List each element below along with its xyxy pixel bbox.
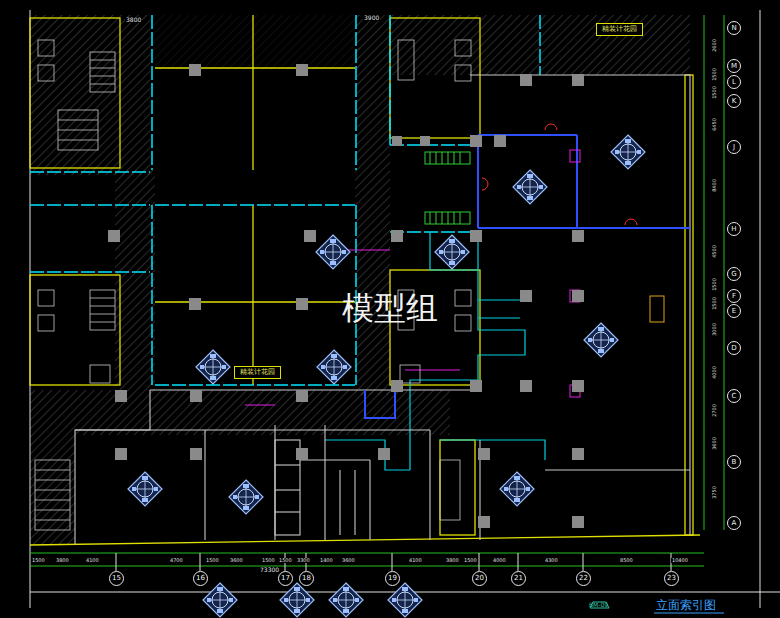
dimension-text: 4000 (712, 365, 717, 380)
grid-bubble: G (727, 267, 741, 281)
grid-bubble: 16 (193, 571, 208, 586)
dimension-text: 4500 (712, 244, 717, 259)
node-text: H (731, 226, 736, 233)
grid-bubble: J (727, 140, 741, 154)
dimension-text: 1500 (31, 558, 46, 563)
grid-bubble: 22 (576, 571, 591, 586)
node-text: F (732, 293, 736, 300)
dimension-text: 3600 (341, 558, 356, 563)
node-text: C (732, 393, 737, 400)
node-text: 17 (281, 575, 290, 582)
node-text: N (731, 25, 736, 32)
dimension-text: 1500 (463, 558, 478, 563)
node-text: K (732, 98, 737, 105)
grid-bubble: K (727, 94, 741, 108)
dimension-text: 3600 (229, 558, 244, 563)
grid-bubble: N (727, 21, 741, 35)
grid-bubble: 21 (511, 571, 526, 586)
node-text: 21 (514, 575, 523, 582)
area-tag: 精装计花园 (596, 23, 643, 36)
dimension-text: 4100 (85, 558, 100, 563)
dimension-text: 4700 (169, 558, 184, 563)
node-text: 20 (475, 575, 484, 582)
grid-bubble: 20 (472, 571, 487, 586)
node-text: J (733, 144, 735, 151)
dimension-text: 8400 (712, 178, 717, 193)
node-text: 精装计花园 (240, 369, 275, 376)
dimension-text: 3800 (445, 558, 460, 563)
grid-bubble: L (727, 75, 741, 89)
dimension-text: 1500 (712, 67, 717, 82)
dimension-text: 1400 (319, 558, 334, 563)
dimension-text: 4000 (492, 558, 507, 563)
node-text: 18 (302, 575, 311, 582)
dimension-text: 1500 (261, 558, 276, 563)
dimension-text: 2600 (712, 38, 717, 53)
dimension-text: 3600 (712, 436, 717, 451)
dimension-text: 1500 (712, 296, 717, 311)
dimension-text: 4300 (544, 558, 559, 563)
grid-bubble: E (727, 304, 741, 318)
sheet-number: BM-09 (589, 602, 608, 608)
dimension-text: 3800 (55, 558, 70, 563)
grid-bubble: D (727, 341, 741, 355)
node-text: A (732, 520, 737, 527)
node-text: 23 (667, 575, 676, 582)
node-text: M (731, 63, 737, 70)
dimension-text: 3000 (712, 322, 717, 337)
grid-bubble: M (727, 59, 741, 73)
dimension-text: 4100 (408, 558, 423, 563)
grid-bubble: 18 (299, 571, 314, 586)
grid-bubble: 17 (278, 571, 293, 586)
grid-bubble: B (727, 455, 741, 469)
dimension-text: 3300 (296, 558, 311, 563)
grid-bubble: C (727, 389, 741, 403)
node-text: L (732, 79, 736, 86)
node-text: E (732, 308, 736, 315)
dimension-text: 1500 (712, 277, 717, 292)
watermark: 模型组 (342, 292, 438, 324)
dimension-text: 2700 (712, 403, 717, 418)
dimension-text: 1500 (712, 85, 717, 100)
dimension-text: 1500 (205, 558, 220, 563)
grid-bubble: A (727, 516, 741, 530)
sheet-title: 立面索引图 (656, 599, 716, 611)
node-text: B (732, 459, 737, 466)
node-text: D (731, 345, 736, 352)
dimension-text: 6450 (712, 117, 717, 132)
grid-bubble: 15 (109, 571, 124, 586)
grid-bubble: F (727, 289, 741, 303)
grid-bubble: H (727, 222, 741, 236)
dimension-text: 3750 (712, 485, 717, 500)
dimension-text: 1500 (278, 558, 293, 563)
node-text: 精装计花园 (602, 26, 637, 33)
dimension-text: 3800 (125, 17, 142, 23)
node-text: 16 (196, 575, 205, 582)
node-text: 19 (388, 575, 397, 582)
dimension-text: 8500 (619, 558, 634, 563)
dimension-text: 3900 (363, 15, 380, 21)
area-tag: 精装计花园 (234, 366, 281, 379)
dimension-text: 10400 (671, 558, 689, 563)
node-text: 15 (112, 575, 121, 582)
grid-bubble: 19 (385, 571, 400, 586)
node-text: G (731, 271, 736, 278)
node-text: 22 (579, 575, 588, 582)
dimension-text: 73300 (259, 567, 280, 573)
grid-bubble: 23 (664, 571, 679, 586)
